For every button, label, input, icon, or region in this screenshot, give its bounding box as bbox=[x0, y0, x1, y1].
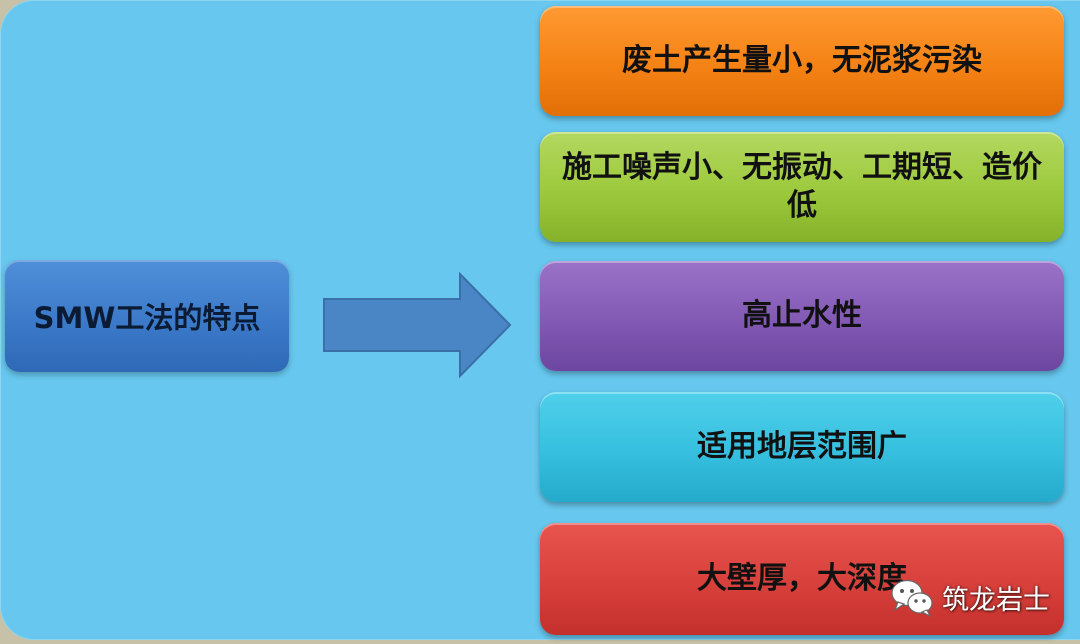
feature-box-4: 适用地层范围广 bbox=[540, 392, 1064, 502]
feature-label-2: 施工噪声小、无振动、工期短、造价低 bbox=[562, 149, 1042, 223]
watermark-text: 筑龙岩士 bbox=[942, 584, 1050, 616]
feature-label-3: 高止水性 bbox=[742, 297, 862, 333]
feature-box-1: 废土产生量小，无泥浆污染 bbox=[540, 6, 1064, 116]
concept-label: SMW工法的特点 bbox=[33, 301, 261, 335]
feature-label-5: 大壁厚，大深度 bbox=[697, 560, 907, 596]
watermark: 筑龙岩士 bbox=[890, 573, 1050, 621]
concept-box: SMW工法的特点 bbox=[5, 260, 289, 372]
feature-label-1: 废土产生量小，无泥浆污染 bbox=[622, 42, 982, 78]
feature-box-2: 施工噪声小、无振动、工期短、造价低 bbox=[540, 132, 1064, 242]
feature-box-5: 大壁厚，大深度 bbox=[540, 523, 1064, 635]
feature-box-3: 高止水性 bbox=[540, 261, 1064, 371]
right-arrow-icon bbox=[323, 272, 512, 378]
wechat-icon bbox=[891, 579, 933, 617]
feature-label-4: 适用地层范围广 bbox=[697, 428, 907, 464]
